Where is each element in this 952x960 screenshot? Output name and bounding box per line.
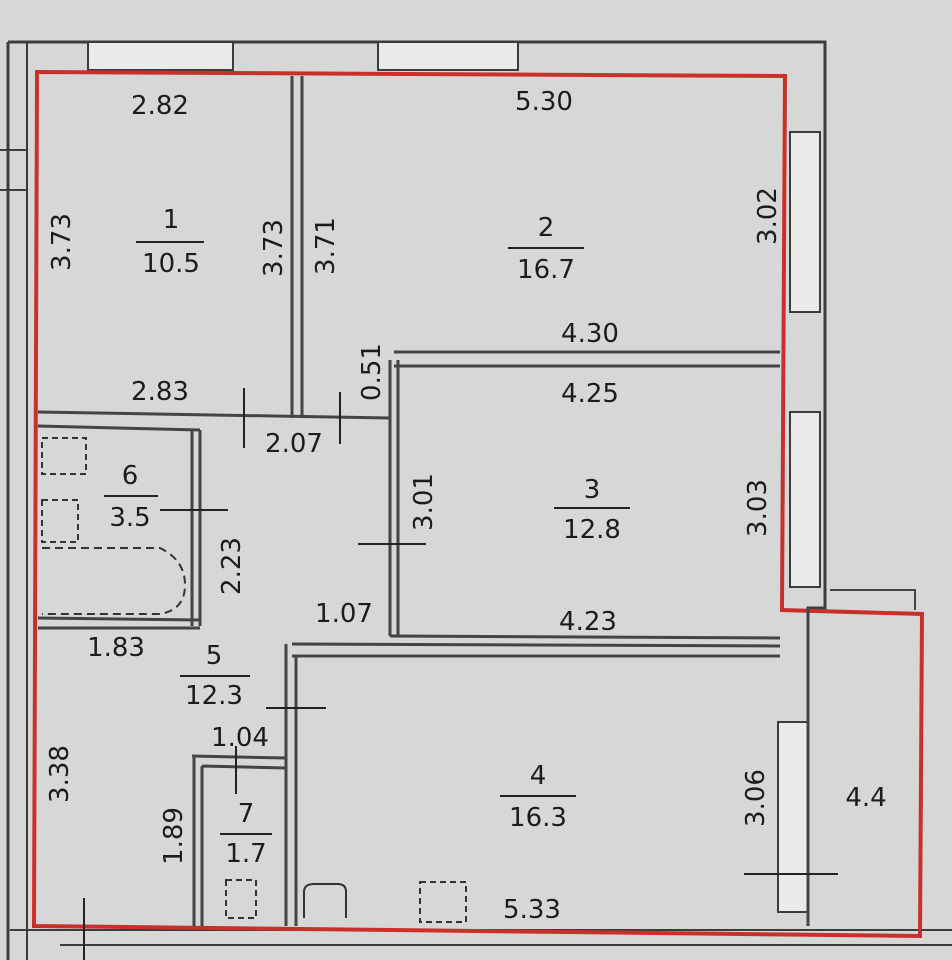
room-4-number: 4 [530,761,547,791]
dim-r5-left: 3.38 [45,745,75,803]
room-2-area: 16.7 [517,255,575,285]
stove-icon [419,881,467,923]
toilet-icon [41,499,79,543]
dim-r1-left: 3.73 [47,213,77,271]
balcony-area: 4.4 [845,783,886,813]
dim-r4-right: 3.06 [741,769,771,827]
dim-r7-top: 1.04 [211,723,269,753]
dim-corridor-side: 2.23 [217,537,247,595]
room-4-label: 4 16.3 [500,761,576,833]
window-room-3 [789,411,821,588]
room-1-area: 10.5 [142,249,200,279]
room-6-number: 6 [122,461,139,491]
room-3-number: 3 [584,475,601,505]
dim-r3-bottom: 4.23 [559,607,617,637]
toilet-2-icon [225,879,257,919]
dim-r2-top: 5.30 [515,87,573,117]
room-3-area: 12.8 [563,515,621,545]
dim-corridor-top: 2.07 [265,429,323,459]
dim-r3-right: 3.03 [743,479,773,537]
room-5-area: 12.3 [185,681,243,711]
room-6-label: 6 3.5 [104,461,158,533]
room-7-number: 7 [238,799,255,829]
dim-r7-left: 1.89 [159,807,189,865]
room-1-number: 1 [163,205,180,235]
sink-icon [303,883,347,918]
room-4-area: 16.3 [509,803,567,833]
room-7-label: 7 1.7 [220,799,272,869]
dim-r3-top: 4.25 [561,379,619,409]
dim-r4-bottom: 5.33 [503,895,561,925]
window-top-left [87,41,234,71]
dim-r1-top: 2.82 [131,91,189,121]
dimension-ticks [83,388,838,960]
dim-r3-left: 3.01 [409,473,439,531]
room-1-label: 1 10.5 [136,205,204,279]
fixtures [41,437,467,923]
dim-r1-right: 3.73 [259,219,289,277]
room-6-area: 3.5 [109,503,150,533]
dim-partition: 0.51 [357,343,387,401]
apartment-outline [31,69,925,939]
room-5-number: 5 [206,641,223,671]
bathtub-icon [42,547,187,615]
room-5-label: 5 12.3 [180,641,250,711]
room-2-number: 2 [538,213,555,243]
dim-corridor-mid: 1.07 [315,599,373,629]
window-room-4 [777,721,809,913]
washbasin-icon [41,437,87,475]
exterior-walls [0,40,952,960]
dim-r1-bottom: 2.83 [131,377,189,407]
dim-r5-top: 1.83 [87,633,145,663]
dim-r2-left: 3.71 [311,217,341,275]
room-3-label: 3 12.8 [554,475,630,545]
room-2-label: 2 16.7 [508,213,584,285]
dim-r2-right: 3.02 [753,187,783,245]
interior-walls [37,76,916,926]
dim-r2-bottom: 4.30 [561,319,619,349]
room-7-area: 1.7 [225,839,266,869]
window-top-right [377,41,519,71]
window-room-2 [789,131,821,313]
